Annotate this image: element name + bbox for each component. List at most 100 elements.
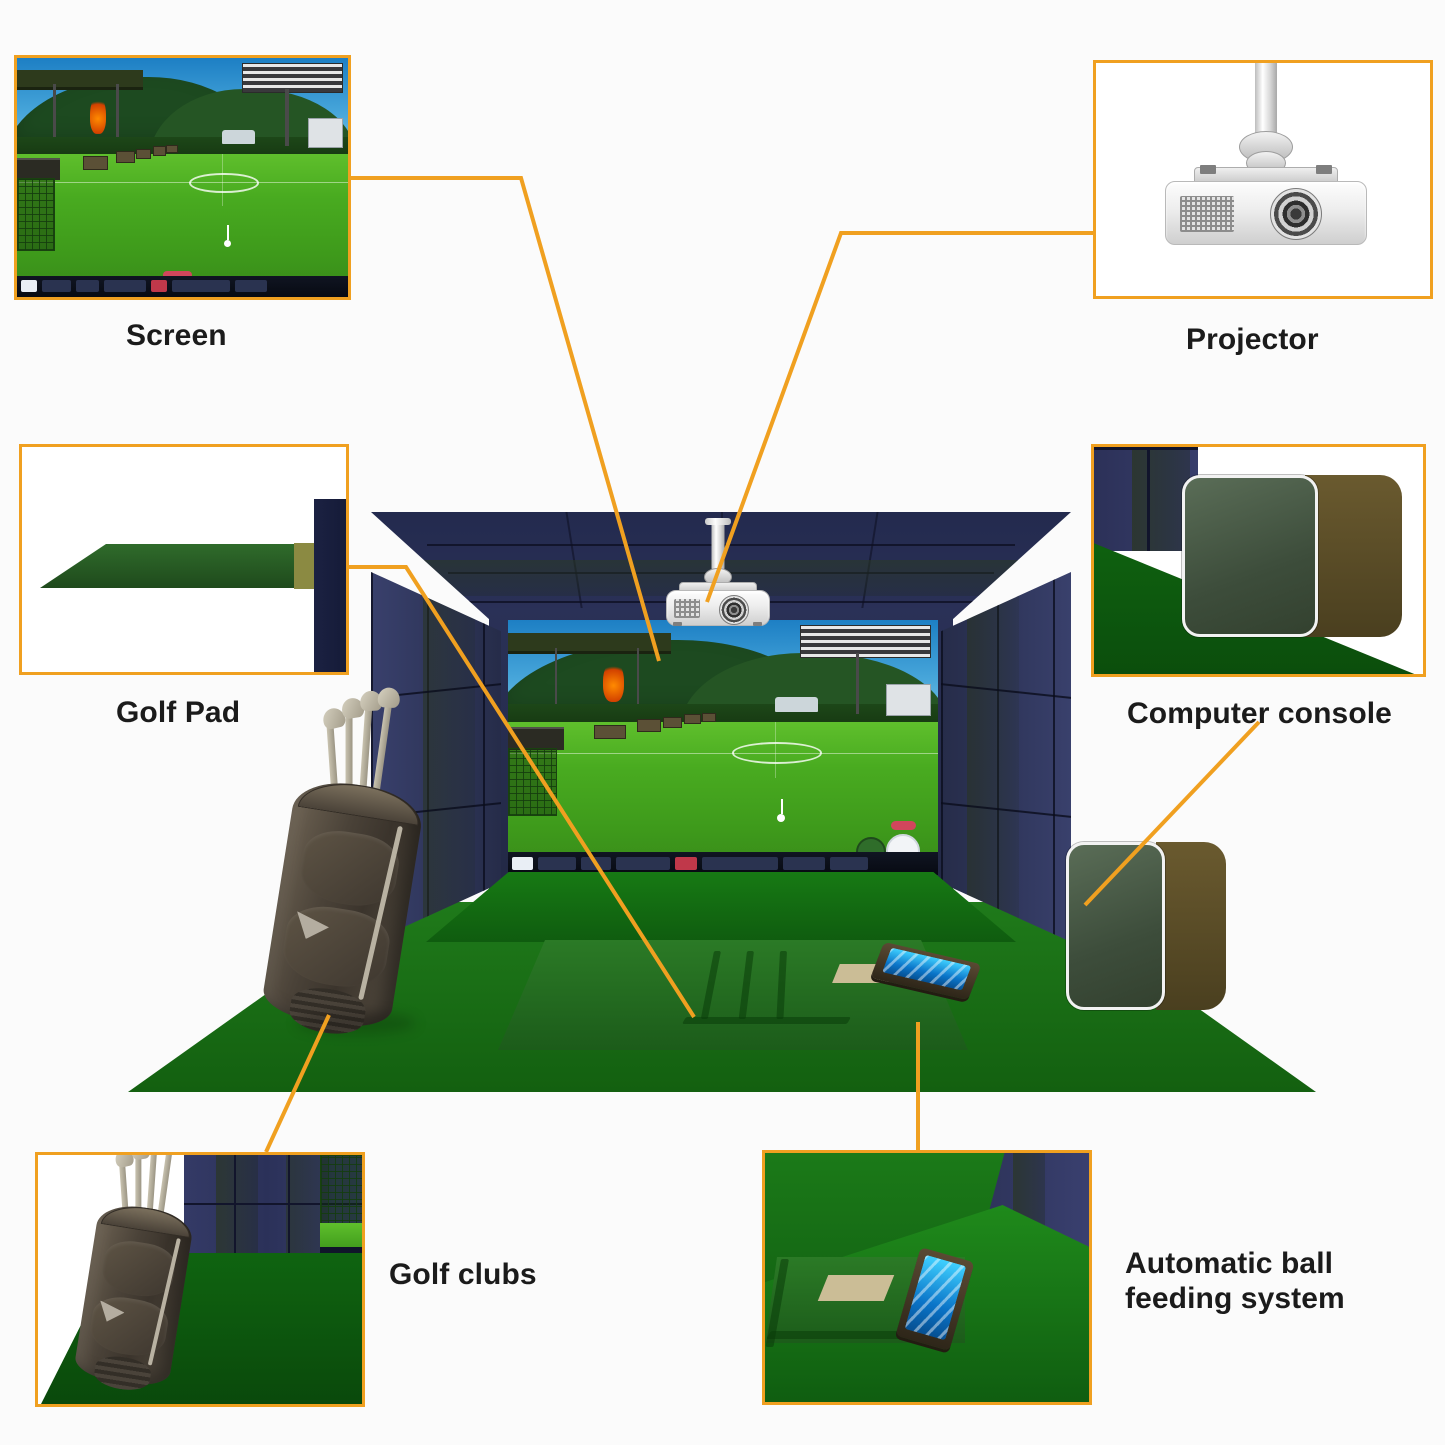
screen-thumbnail [17,58,348,297]
callout-label-screen: Screen [126,319,227,352]
target-green [83,155,109,170]
ball-marker [776,813,785,822]
hud-bar [17,275,348,297]
ball-marker-stem [781,798,784,814]
golf-pad-thumbnail [22,447,346,672]
target-green [152,146,167,156]
hud-chip [235,280,268,293]
canopy-post [53,84,57,137]
golf-club-head [146,1152,165,1154]
hud-bar [508,852,938,875]
stadium-light-tower [242,62,344,94]
projector-foot [673,622,682,626]
canopy-post [555,648,558,705]
aim-ellipse [731,742,822,765]
projector-vent-grille [674,599,700,618]
hud-chip [829,856,868,871]
callout-computer-console[interactable] [1091,444,1426,677]
flame-marker [89,96,107,135]
projector-foot [753,622,762,626]
range-cart [774,696,818,712]
right-wall-padding [941,572,1071,942]
hud-chip [150,280,167,293]
inner-floor-turf [426,872,1016,942]
console-side-panel [1305,475,1402,637]
clubhouse-building [886,683,932,717]
clubs-screen-sliver [320,1223,362,1251]
console-wall-seam [1094,447,1198,450]
callout-label-projector: Projector [1186,323,1319,356]
clubs-wall-seam [184,1203,362,1205]
mat-alignment-stripe [681,1017,851,1024]
target-green [136,148,152,160]
light-tower-mast [285,89,290,147]
target-green [594,724,627,740]
clubs-hud-sliver [320,1247,362,1257]
projector-ceiling-plate [705,518,731,525]
projector-lens [719,595,749,625]
callout-label-golf-pad: Golf Pad [116,696,241,729]
light-tower-mast [856,653,860,715]
mat-alignment-stripe [776,951,787,1020]
hud-chip [782,856,825,871]
projector-vent-grille [1180,196,1234,232]
tee-patch [817,1275,895,1301]
hud-chip [512,856,534,871]
target-green [701,713,717,722]
impact-screen [508,620,938,875]
console-wall-shading [1132,447,1190,551]
practice-net [508,747,558,816]
flame-marker [602,660,625,702]
callout-golf-clubs[interactable] [35,1152,365,1407]
canopy-post [637,648,639,705]
clubhouse-building [308,117,344,149]
aim-ellipse [189,172,260,194]
computer-console-thumbnail [1094,447,1423,674]
hud-chip [581,856,611,871]
callout-label-ball-feeder: Automatic ball feeding system [1125,1247,1345,1316]
hud-chip [21,280,38,293]
hud-chip [103,280,146,293]
hud-chip [42,280,72,293]
hud-chip [675,856,697,871]
hud-chip [76,280,99,293]
console-wall-seam [1147,447,1150,551]
callout-golf-pad[interactable] [19,444,349,675]
stadium-light-tower [800,625,932,658]
fairway-line [508,752,938,754]
projector-body [1165,181,1367,245]
projector-mount-pole [1255,63,1277,137]
hud-chip [701,856,778,871]
projector-mount-pole [711,518,725,570]
console-front-panel [1066,842,1166,1010]
target-green [116,151,135,163]
hud-chip [615,856,671,871]
golf-clubs-thumbnail [38,1155,362,1404]
projector-lens [1270,188,1322,240]
fairway-line [17,182,348,184]
projector-body [666,590,770,626]
callout-label-golf-clubs: Golf clubs [389,1258,537,1291]
bay-canopy [17,69,143,90]
status-pill [162,270,193,280]
projector-thumbnail [1158,63,1374,249]
callout-ball-feeder[interactable] [762,1150,1092,1405]
target-green [684,714,702,724]
callout-projector[interactable] [1093,60,1433,299]
range-cart [222,129,256,145]
left-wall-shading [423,572,475,942]
target-green [165,145,178,154]
projector-foot [1200,165,1216,174]
clubs-practice-net [320,1155,362,1229]
callout-screen[interactable] [14,55,351,300]
clubs-wall-seam [234,1155,236,1279]
console-front-panel [1182,475,1319,637]
status-pill [890,821,917,831]
console-side-panel [1155,842,1226,1010]
ball-marker [223,239,231,247]
hud-chip [171,280,231,293]
bay-canopy [508,632,672,654]
simulator-enclosure [371,512,1071,942]
practice-net [17,177,56,252]
